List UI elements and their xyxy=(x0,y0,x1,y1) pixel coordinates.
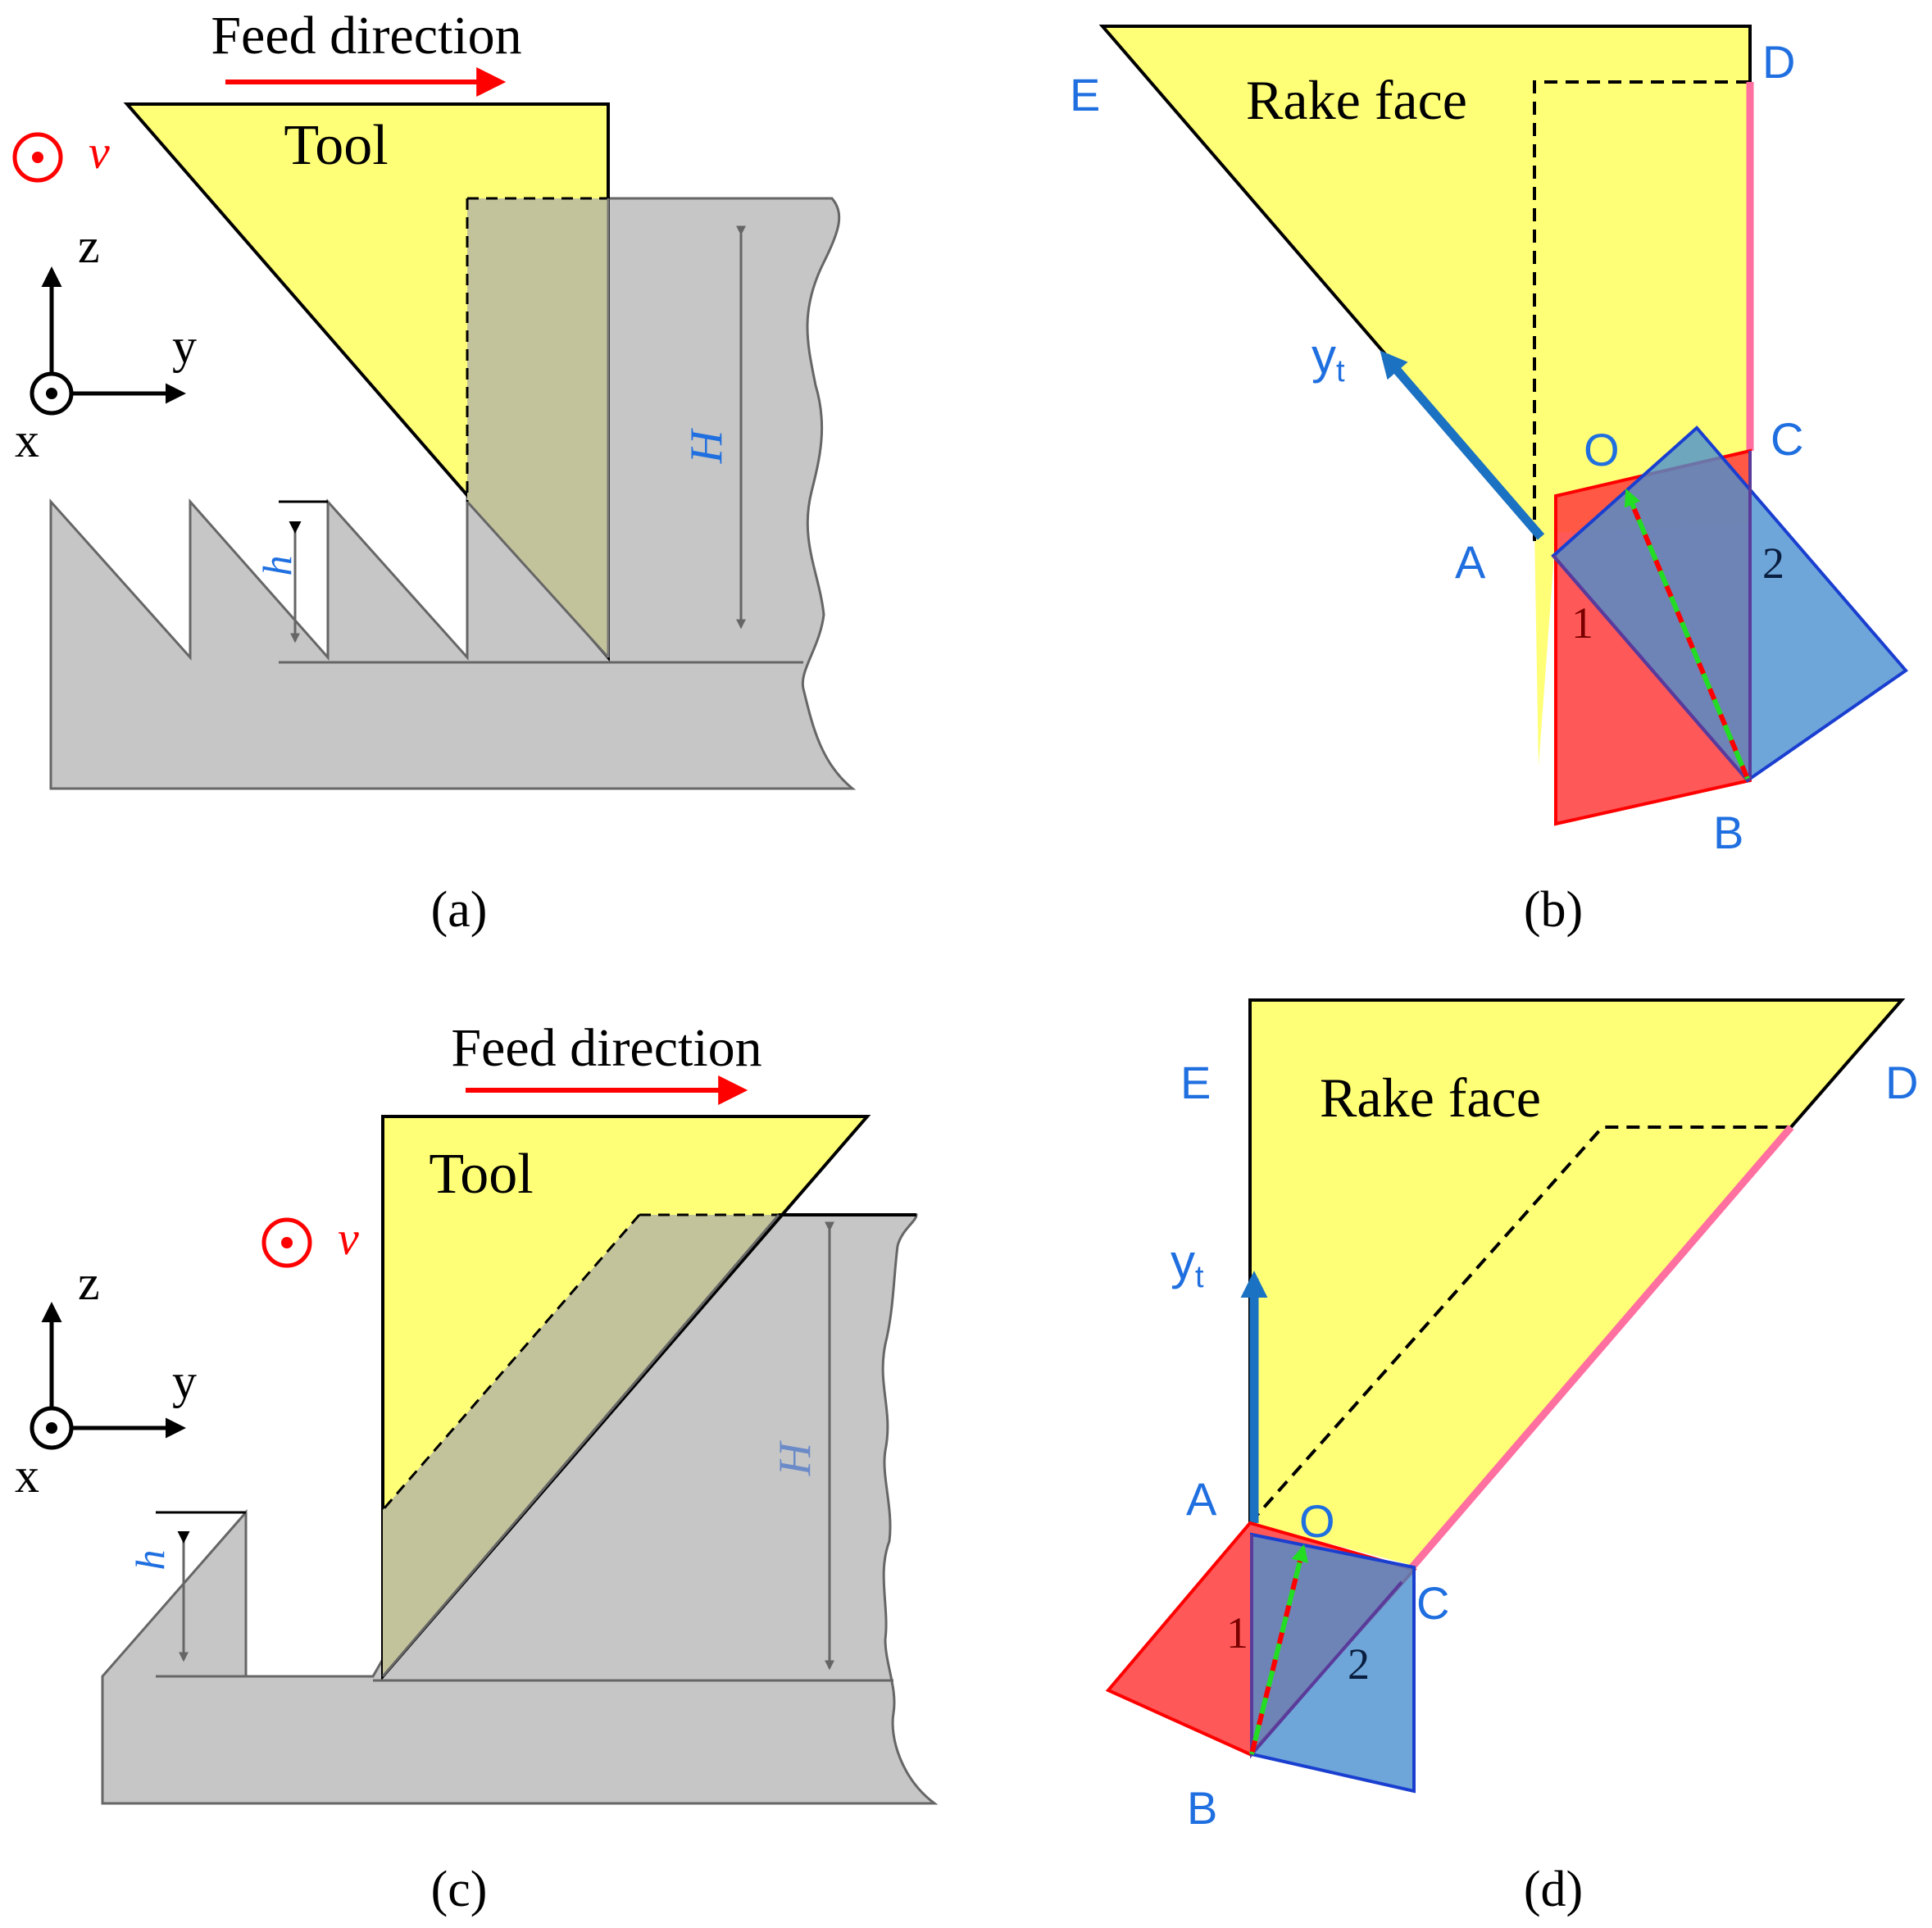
label-H-c: H xyxy=(770,1440,821,1476)
point-C-b: C xyxy=(1771,413,1803,465)
feed-label-a: Feed direction xyxy=(211,6,521,66)
point-B-b: B xyxy=(1713,807,1743,858)
rake-face-title-d: Rake face xyxy=(1320,1066,1541,1129)
caption-b: (b) xyxy=(1524,882,1583,938)
axis-x-label-a: x xyxy=(15,413,39,467)
yt-label-d: yt xyxy=(1171,1235,1204,1294)
label-h-c: h xyxy=(127,1550,173,1571)
panel-d: Rake face E D A O C B yt 1 2 (d) xyxy=(1105,998,1918,1917)
velocity-out-icon-c xyxy=(261,1217,312,1268)
point-O-d: O xyxy=(1299,1495,1335,1547)
tool-label-c: Tool xyxy=(429,1143,533,1206)
label-h-a: h xyxy=(254,556,300,576)
point-D-b: D xyxy=(1762,36,1795,88)
rake-face-b xyxy=(1102,26,1750,766)
point-A-b: A xyxy=(1455,536,1486,588)
axis-z-label-c: z xyxy=(78,1256,100,1310)
region-2-label-d: 2 xyxy=(1348,1639,1370,1689)
yt-axis-b xyxy=(1380,350,1545,540)
point-A-d: A xyxy=(1186,1473,1217,1525)
panel-b: Rake face E D C O A B yt 1 2 (b) xyxy=(1070,25,1908,938)
edge-DC-d xyxy=(1407,1125,1794,1572)
axis-y-label-a: y xyxy=(172,319,197,373)
axis-x-label-c: x xyxy=(15,1448,39,1503)
region-2-label-b: 2 xyxy=(1762,539,1784,588)
overlap-a xyxy=(467,198,608,657)
point-C-d: C xyxy=(1416,1577,1449,1629)
axis-y-label-c: y xyxy=(172,1354,197,1408)
rake-face-d xyxy=(1250,1000,1902,1566)
caption-c: (c) xyxy=(431,1862,488,1917)
tool-label-a: Tool xyxy=(284,114,388,177)
feed-label-c: Feed direction xyxy=(451,1018,761,1078)
point-O-b: O xyxy=(1584,424,1620,475)
label-H-a: H xyxy=(681,428,732,464)
caption-d: (d) xyxy=(1524,1862,1583,1917)
rake-face-title-b: Rake face xyxy=(1246,69,1467,131)
region-1-label-d: 1 xyxy=(1226,1608,1248,1657)
velocity-out-icon-a xyxy=(12,132,63,183)
point-B-d: B xyxy=(1187,1782,1217,1834)
point-E-b: E xyxy=(1070,69,1100,120)
axis-z-label-a: z xyxy=(78,219,100,273)
panel-a: H h Feed direction Tool v z y x (a) xyxy=(12,6,857,938)
vector-BO-d xyxy=(1249,1544,1309,1755)
point-D-d: D xyxy=(1885,1057,1918,1108)
yt-label-b: yt xyxy=(1311,329,1345,389)
workpiece-a xyxy=(49,197,857,790)
region-1-label-b: 1 xyxy=(1571,598,1593,648)
vector-BO-b xyxy=(1624,489,1750,780)
caption-a: (a) xyxy=(431,882,488,938)
velocity-label-a: v xyxy=(89,125,110,179)
point-E-d: E xyxy=(1180,1057,1211,1108)
velocity-label-c: v xyxy=(338,1212,359,1265)
panel-c: H h Feed direction Tool v z y x (c) xyxy=(15,1018,939,1917)
